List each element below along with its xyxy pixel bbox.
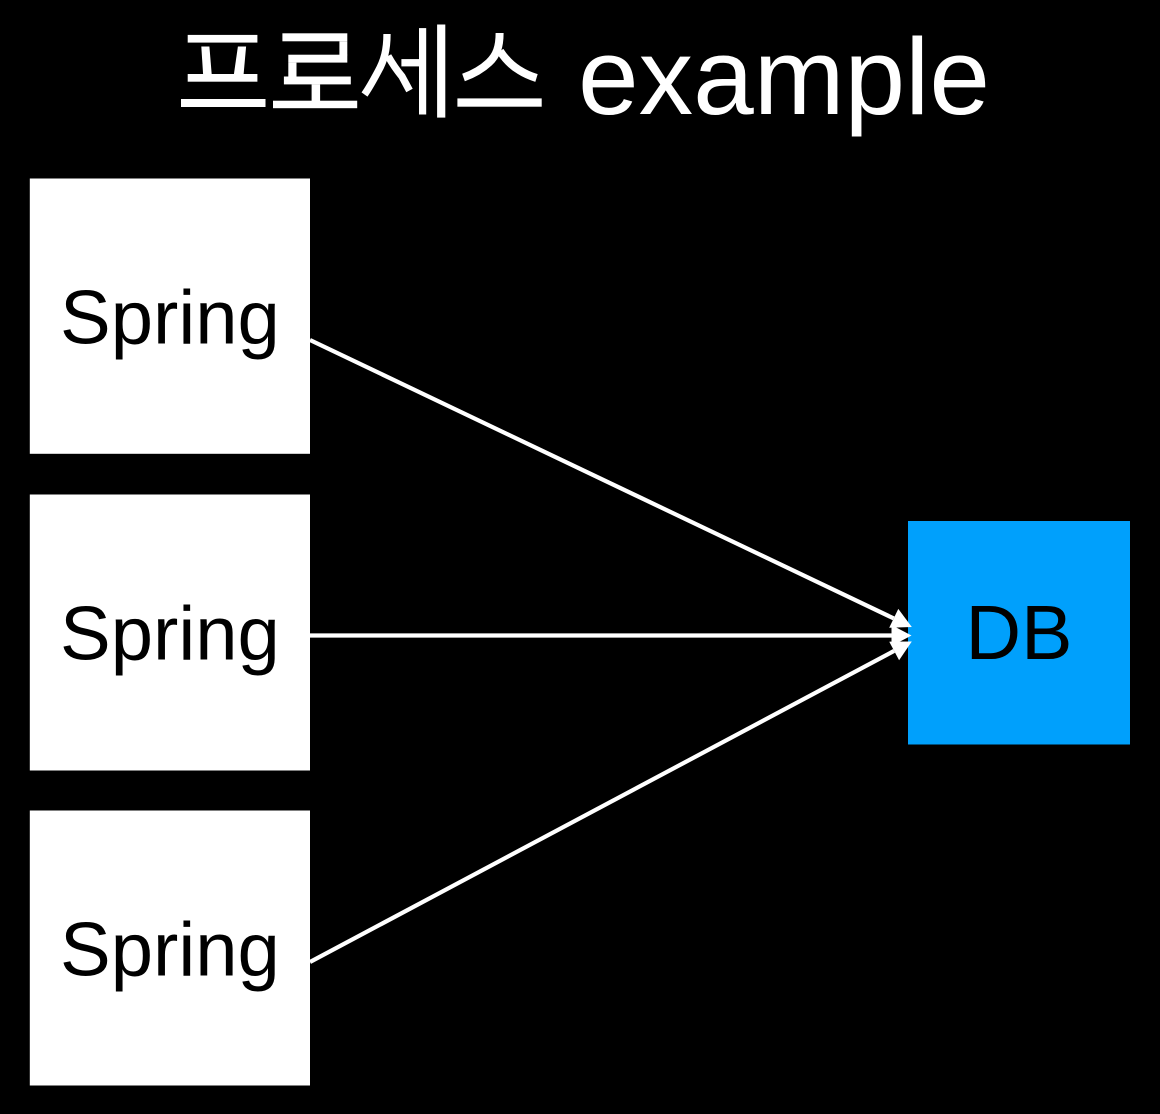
svg-text:example: example xyxy=(578,16,990,138)
svg-text:Spring: Spring xyxy=(60,276,280,361)
svg-text:Spring: Spring xyxy=(60,592,280,677)
svg-text:DB: DB xyxy=(966,590,1073,676)
svg-text:Spring: Spring xyxy=(60,908,280,993)
